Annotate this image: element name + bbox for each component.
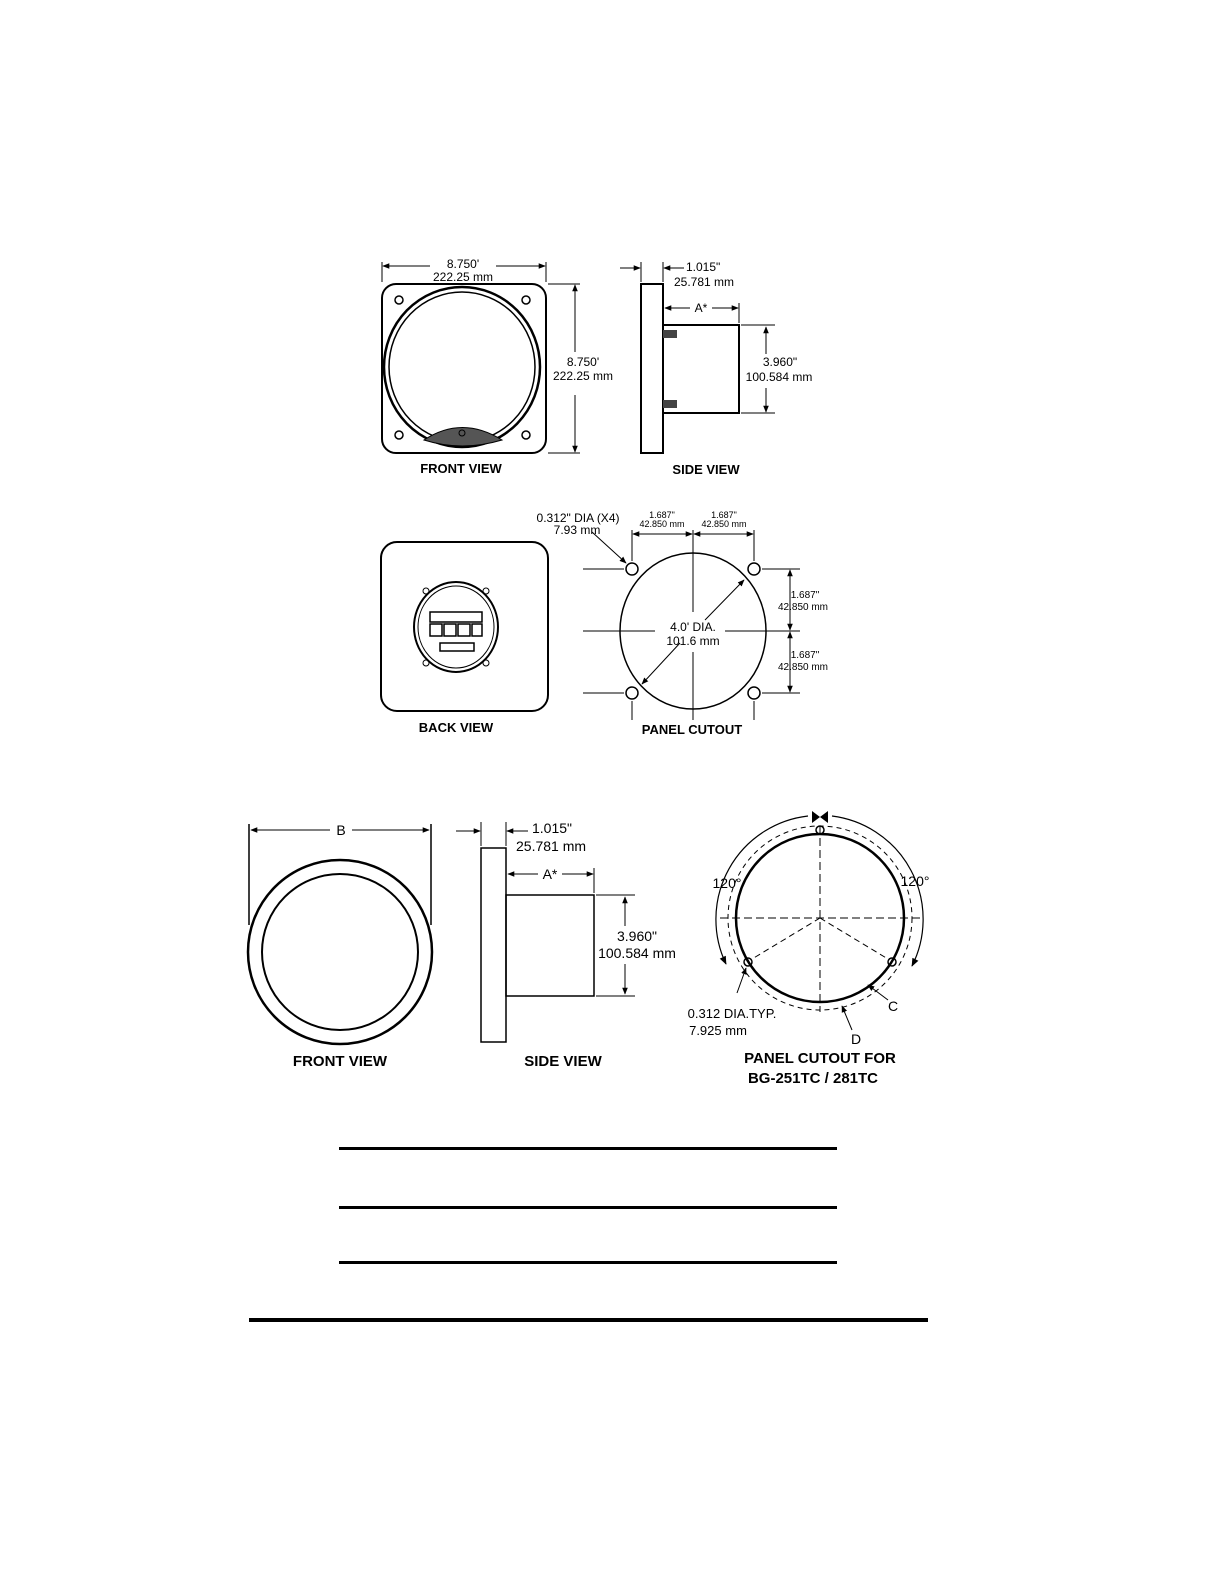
- side-case: [662, 324, 740, 414]
- screw-icon: [394, 430, 404, 440]
- bottom-front-view: B FRONT VIEW: [246, 822, 434, 1070]
- view-title: BACK VIEW: [419, 720, 494, 735]
- front-width-in: 8.750': [447, 257, 479, 271]
- view-title: FRONT VIEW: [293, 1053, 388, 1070]
- mount-hole-icon: [625, 562, 639, 576]
- front-bezel: [381, 283, 547, 454]
- label-d: D: [851, 1031, 861, 1047]
- angle-left: 120°: [713, 875, 742, 891]
- horizontal-rules: [249, 1147, 928, 1322]
- label-c: C: [888, 998, 898, 1014]
- top-panel-cutout: 1.687" 42.850 mm 1.687" 42.850 mm 1.687"…: [537, 510, 829, 737]
- rule-line: [339, 1147, 837, 1150]
- cutout-hole-dia: 0.312 DIA.TYP.: [688, 1006, 777, 1021]
- front-knob-area: [422, 427, 504, 447]
- mount-hole-icon: [743, 957, 753, 967]
- view-title: SIDE VIEW: [672, 462, 740, 477]
- view-title: PANEL CUTOUT: [642, 722, 742, 737]
- cutout-center-dia: 4.0' DIA.: [670, 620, 716, 634]
- cutout-v-bottom-mm: 42.850 mm: [778, 662, 828, 673]
- cutout-hole-mm: 7.925 mm: [689, 1023, 747, 1038]
- bottom-panel-cutout: 120° 120° 0.312 DIA.TYP. 7.925 mm C D PA…: [688, 811, 930, 1087]
- side-flange: [480, 847, 507, 1043]
- mount-hole-icon: [625, 686, 639, 700]
- rule-line: [339, 1261, 837, 1264]
- side-case-in: 3.960": [763, 355, 797, 369]
- front-round-inner: [261, 873, 419, 1031]
- angle-right: 120°: [901, 873, 930, 889]
- side-case-in: 3.960": [617, 928, 657, 944]
- side-stud: [663, 330, 677, 338]
- front-round-outer: [246, 858, 434, 1046]
- cutout-hole-mm: 7.93 mm: [554, 523, 601, 537]
- side-flange: [640, 283, 664, 454]
- cutout-v-top-mm: 42.850 mm: [778, 602, 828, 613]
- screw-icon: [394, 295, 404, 305]
- view-title: FRONT VIEW: [420, 461, 502, 476]
- view-title: SIDE VIEW: [524, 1053, 602, 1070]
- back-housing: [380, 541, 549, 712]
- cutout-h-right-in: 1.687": [711, 510, 737, 520]
- front-dial-outer: [382, 285, 542, 449]
- mount-hole-icon: [747, 562, 761, 576]
- side-flange-in: 1.015": [532, 820, 572, 836]
- side-depth-label: A*: [543, 866, 558, 882]
- front-width-label: B: [336, 822, 345, 838]
- back-terminal: [429, 611, 483, 623]
- mount-hole-icon: [747, 686, 761, 700]
- side-flange-mm: 25.781 mm: [674, 275, 734, 289]
- mount-hole-icon: [887, 957, 897, 967]
- side-case-mm: 100.584 mm: [598, 945, 676, 961]
- side-depth-label: A*: [695, 301, 708, 315]
- page-rule: [249, 1318, 928, 1322]
- side-flange-mm: 25.781 mm: [516, 838, 586, 854]
- side-flange-in: 1.015": [686, 260, 720, 274]
- cutout-title-line1: PANEL CUTOUT FOR: [744, 1050, 896, 1067]
- side-case: [505, 894, 595, 997]
- top-side-view: 1.015" 25.781 mm A* 3.960" 100.584 mm SI…: [620, 260, 812, 477]
- cutout-v-top-in: 1.687": [791, 590, 820, 601]
- cutout-h-right-mm: 42.850 mm: [701, 519, 746, 529]
- rule-line: [339, 1206, 837, 1209]
- front-dial-inner: [388, 291, 536, 443]
- bottom-side-view: 1.015" 25.781 mm A* 3.960" 100.584 mm SI…: [456, 820, 676, 1070]
- front-height-mm: 222.25 mm: [553, 369, 613, 383]
- cutout-h-left-mm: 42.850 mm: [639, 519, 684, 529]
- front-height-in: 8.750': [567, 355, 599, 369]
- screw-icon: [521, 295, 531, 305]
- back-connector-ring: [413, 581, 499, 673]
- cutout-title-line2: BG-251TC / 281TC: [748, 1070, 878, 1087]
- side-stud: [663, 400, 677, 408]
- screw-icon: [521, 430, 531, 440]
- cutout-h-left-in: 1.687": [649, 510, 675, 520]
- front-width-mm: 222.25 mm: [433, 270, 493, 284]
- cutout-center-mm: 101.6 mm: [666, 634, 719, 648]
- cutout-v-bottom-in: 1.687": [791, 650, 820, 661]
- side-case-mm: 100.584 mm: [746, 370, 813, 384]
- front-knob-icon: [458, 429, 466, 437]
- top-back-view: BACK VIEW: [380, 541, 549, 735]
- top-front-view: 8.750' 222.25 mm 8.750' 222.25 mm FRONT …: [381, 257, 613, 476]
- cutout-hole-dia: 0.312" DIA (X4): [537, 511, 620, 525]
